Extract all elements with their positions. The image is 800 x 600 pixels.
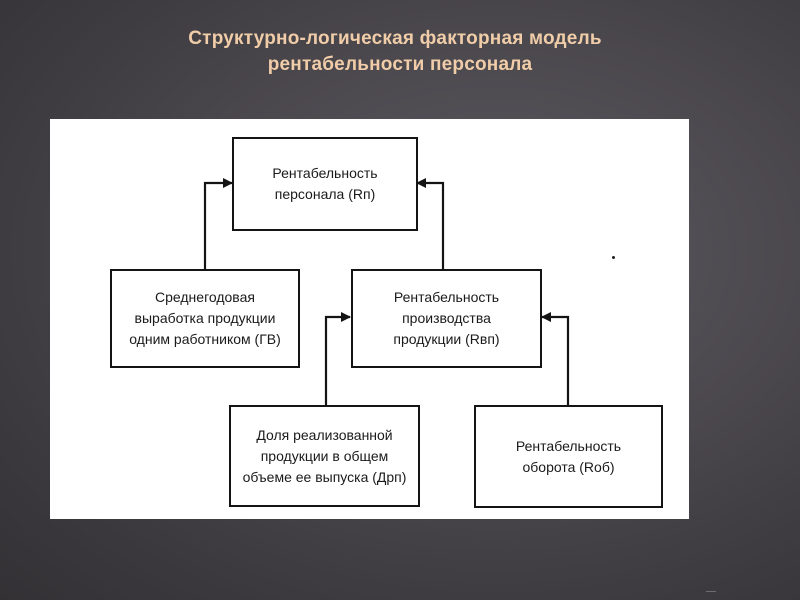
edge-avg-output-to-personnel	[203, 178, 233, 269]
node-line: продукции (Rвп)	[393, 331, 500, 347]
node-line: Рентабельность	[515, 437, 622, 454]
node-share-sold: Доля реализованной продукции в общем объ…	[229, 405, 420, 507]
edge-production-to-personnel	[416, 178, 445, 269]
node-line: производства	[402, 310, 491, 326]
node-line: персонала (Rп)	[274, 186, 376, 202]
node-line: объеме ее выпуска (Дрп)	[242, 468, 407, 485]
node-line: продукции в общем	[260, 447, 389, 464]
node-line: оборота (Rоб)	[522, 458, 615, 475]
node-profitability-personnel: Рентабельность персонала (Rп)	[232, 137, 418, 231]
node-avg-annual-output: Среднегодовая выработка продукции одним …	[110, 269, 300, 368]
node-line: Рентабельность	[272, 165, 378, 181]
diagram-panel: Рентабельность персонала (Rп) Среднегодо…	[50, 119, 689, 519]
slide-title-line-1: Структурно-логическая факторная модель	[188, 28, 602, 49]
node-line: одним работником (ГВ)	[129, 331, 281, 347]
node-line: выработка продукции	[134, 310, 276, 326]
slide-title-line-2: рентабельности персонала	[267, 54, 533, 75]
node-line: Рентабельность	[393, 289, 500, 305]
decorative-corner-mark	[706, 591, 716, 592]
node-profitability-production: Рентабельность производства продукции (R…	[351, 269, 542, 368]
node-profitability-turnover: Рентабельность оборота (Rоб)	[474, 405, 663, 508]
edge-turnover-to-production	[541, 312, 570, 405]
scan-artifact-dot	[612, 256, 615, 259]
diagram-connectors	[203, 178, 570, 405]
slide-title: Структурно-логическая факторная модель р…	[0, 26, 800, 78]
node-line: Доля реализованной	[256, 426, 393, 443]
edge-share-sold-to-production	[324, 312, 351, 405]
node-line: Среднегодовая	[155, 289, 255, 305]
